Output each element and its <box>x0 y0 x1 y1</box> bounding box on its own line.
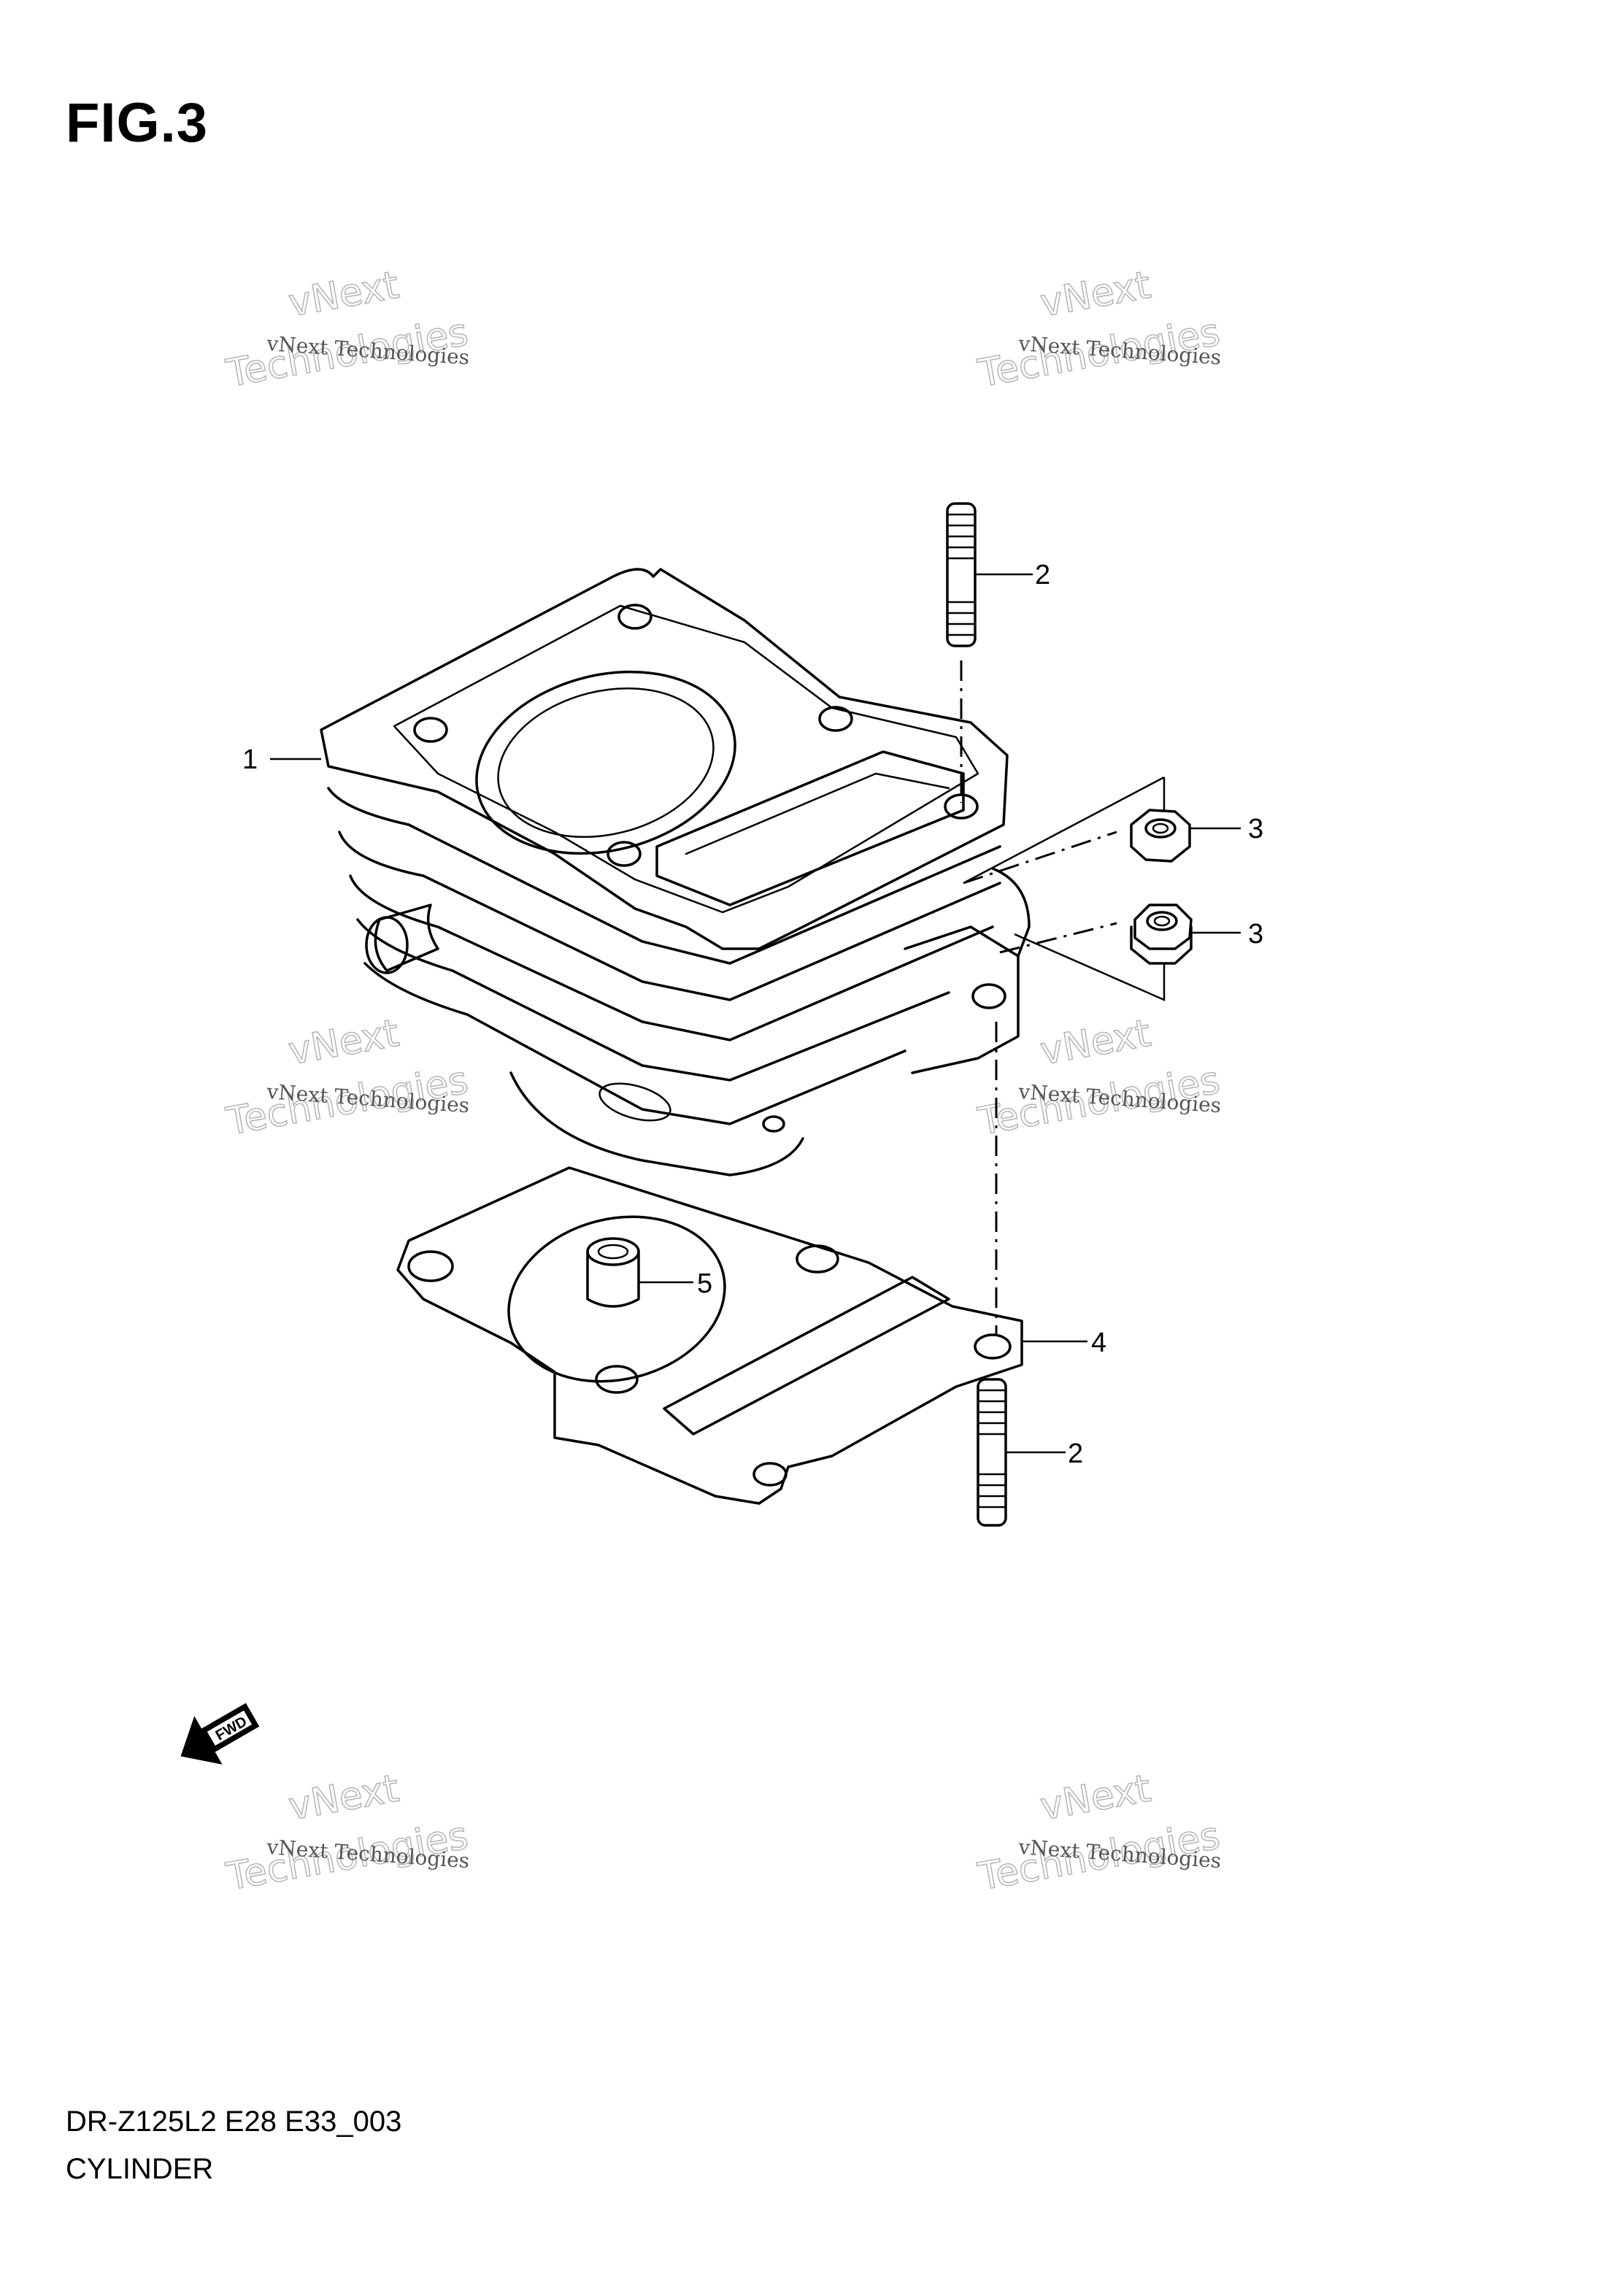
nut-bracket <box>963 776 1166 1001</box>
callout-2-bottom: 2 <box>1068 1438 1083 1469</box>
callout-4: 4 <box>1091 1328 1106 1358</box>
callout-1: 1 <box>242 744 258 775</box>
nut-lower-guideline <box>999 922 1117 954</box>
callout-3-lower: 3 <box>1248 919 1263 949</box>
watermark-big-4a: vNext <box>1037 1012 1154 1074</box>
cylinder[interactable] <box>320 568 1031 1176</box>
dowel-pin[interactable] <box>586 1237 640 1308</box>
watermark-big-6a: vNext <box>1037 1767 1154 1829</box>
watermark-6: vNext Technologies <box>974 1766 1224 1900</box>
watermark-5: vNext Technologies <box>223 1766 472 1900</box>
watermark-big-3a: vNext <box>285 1012 402 1074</box>
watermark-big-2a: vNext <box>1037 263 1154 325</box>
model-code: DR-Z125L2 E28 E33_003 <box>66 2106 402 2138</box>
assembly-name: CYLINDER <box>66 2153 214 2185</box>
stud-top[interactable] <box>946 502 977 647</box>
watermark-4: vNext Technologies <box>974 1011 1224 1144</box>
watermark-big-1a: vNext <box>285 263 402 325</box>
callout-3-upper: 3 <box>1248 814 1263 844</box>
watermark-3: vNext Technologies <box>223 1011 472 1144</box>
callout-2-top: 2 <box>1035 560 1050 590</box>
centerline-stud <box>960 660 998 1336</box>
watermark-1: vNext Technologies <box>223 263 472 396</box>
watermark-big-5a: vNext <box>285 1767 402 1829</box>
gasket[interactable] <box>396 1166 1023 1505</box>
watermark-2: vNext Technologies <box>974 263 1224 396</box>
figure-title: FIG.3 <box>66 92 209 154</box>
nut-upper[interactable] <box>1130 809 1191 863</box>
callout-5: 5 <box>697 1268 712 1299</box>
nut-upper-guideline <box>963 831 1117 885</box>
stud-bottom[interactable] <box>977 1378 1007 1527</box>
fwd-arrow-icon: FWD <box>180 1703 260 1765</box>
nut-lower[interactable] <box>1130 904 1193 965</box>
